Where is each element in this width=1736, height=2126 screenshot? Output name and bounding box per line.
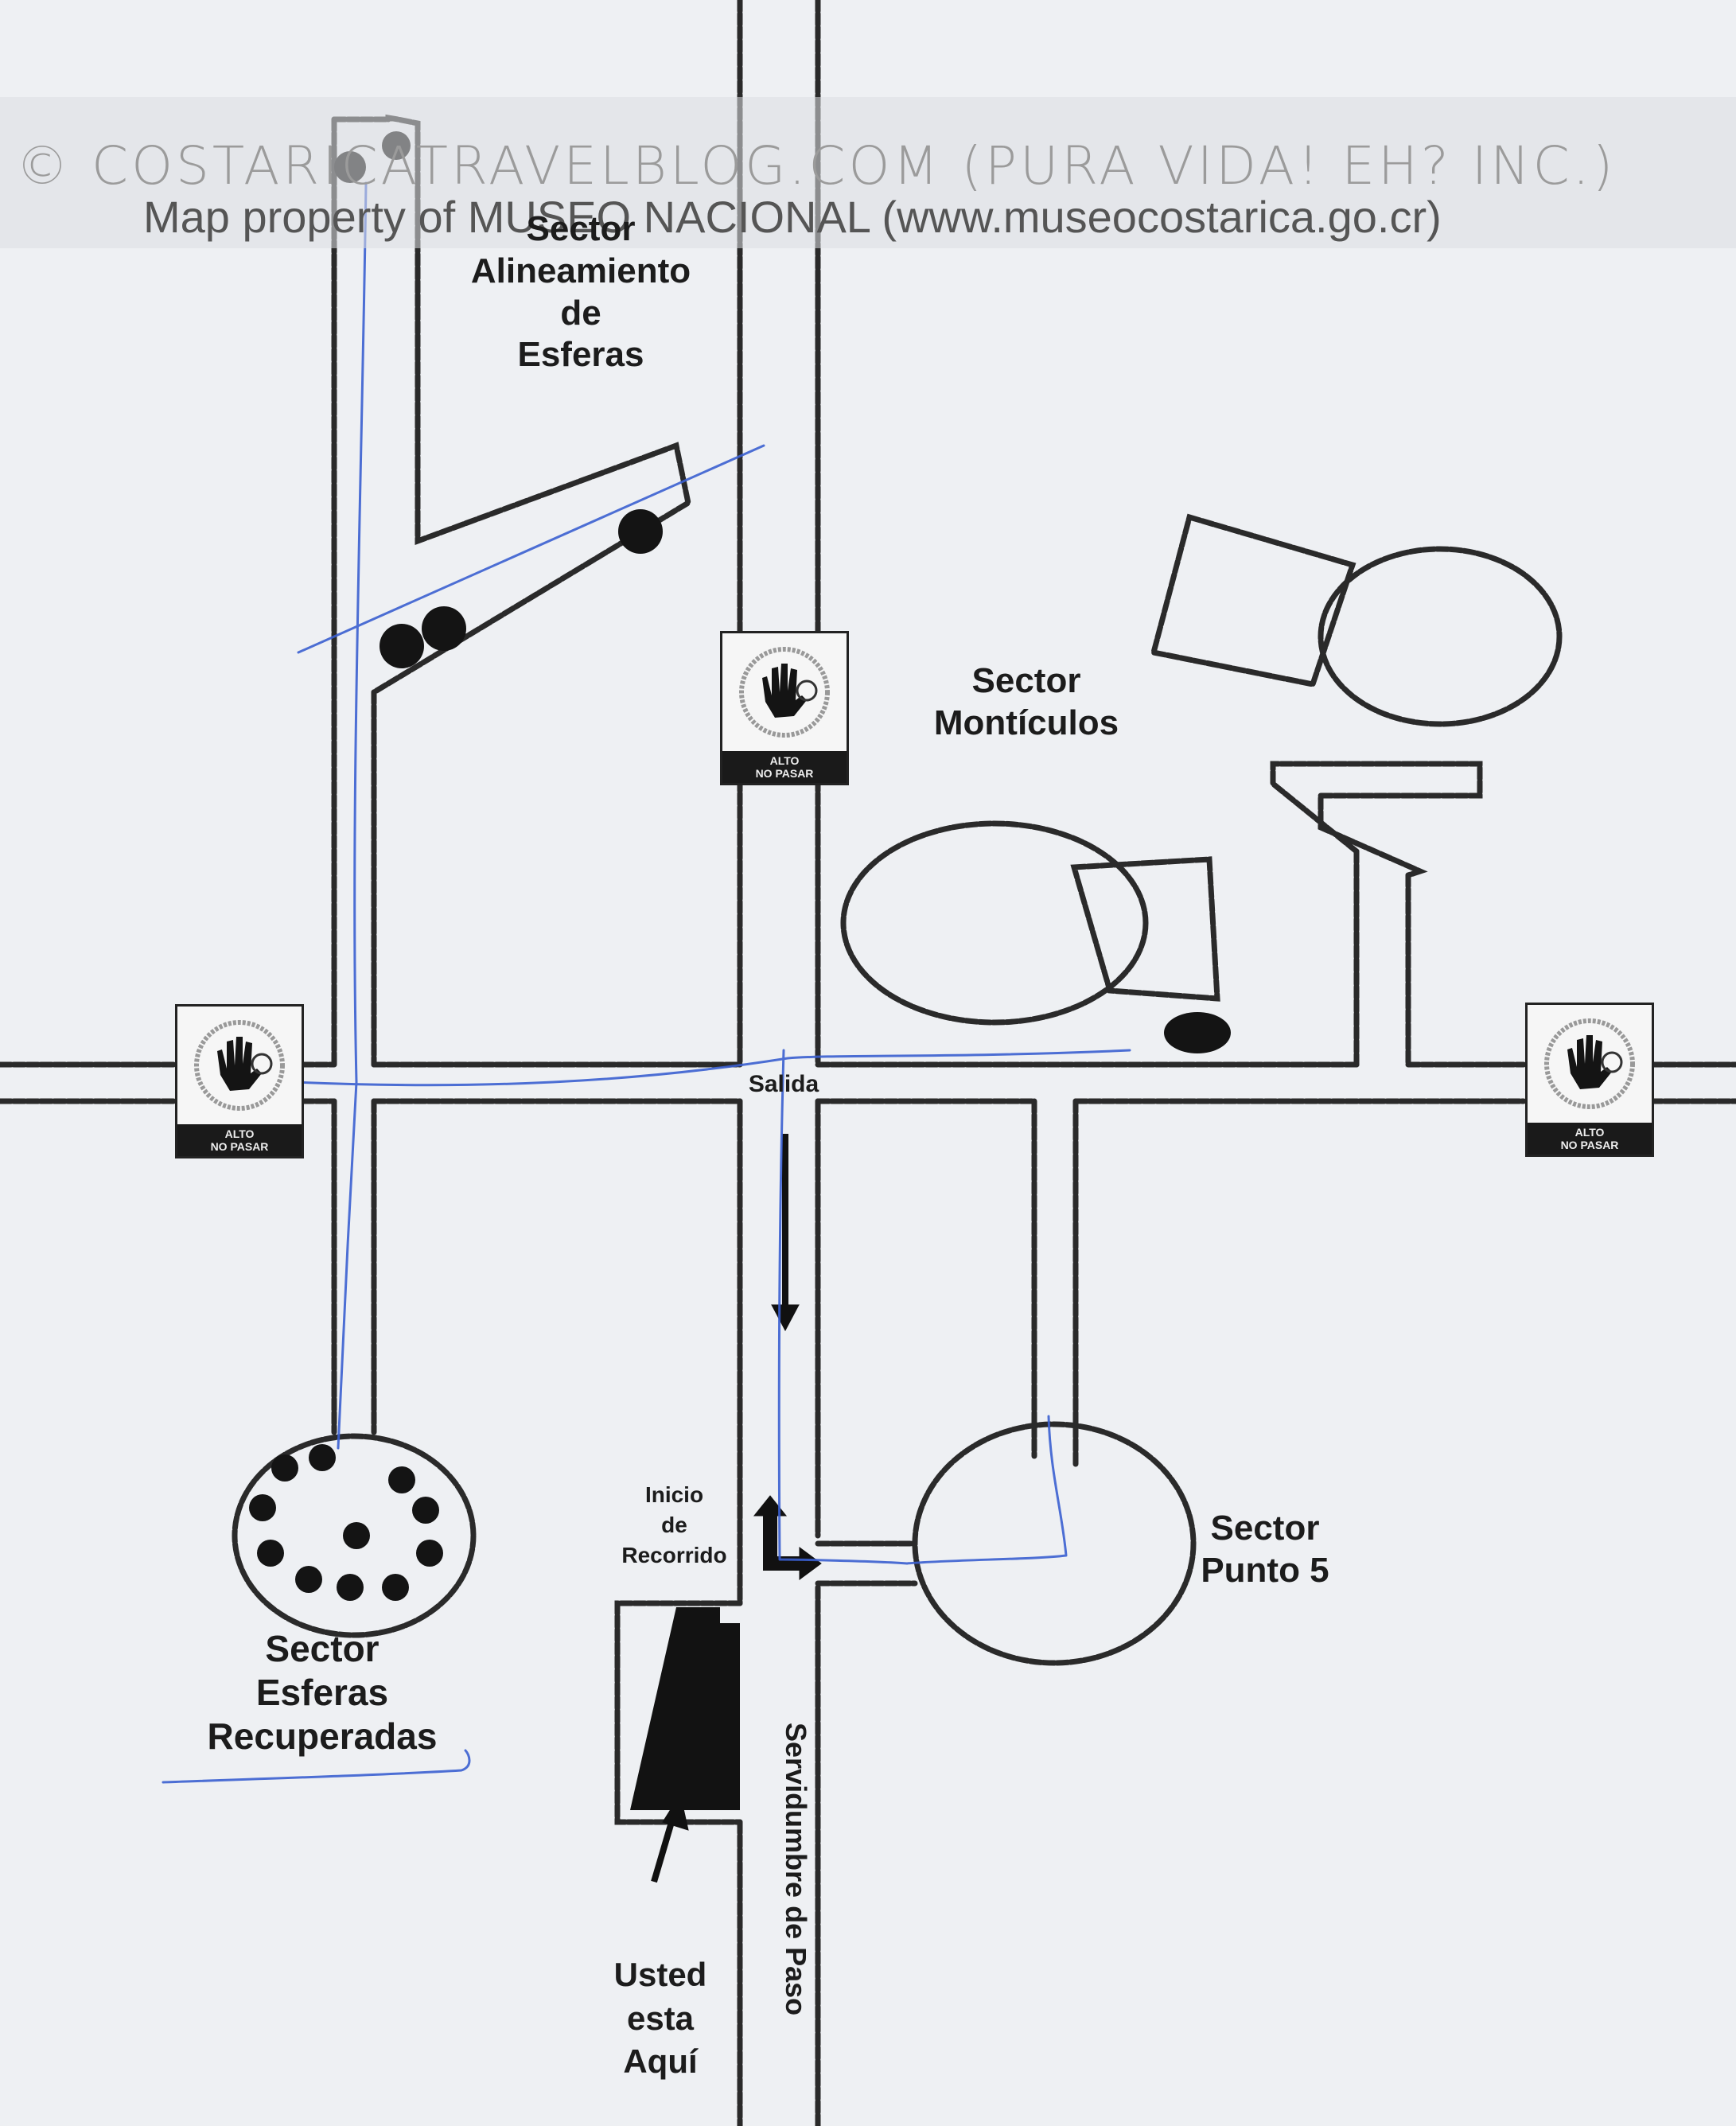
- entrance-photo: [630, 1607, 720, 1810]
- entrance-photo-right: [720, 1623, 740, 1810]
- sign-text: NO PASAR: [755, 767, 814, 780]
- label-line: de: [661, 1512, 687, 1537]
- sphere: [271, 1454, 298, 1482]
- sphere: [295, 1566, 322, 1593]
- stop-hand-icon: [194, 1020, 285, 1111]
- label-line: Punto 5: [1201, 1550, 1329, 1590]
- label-inicio-recorrido: Inicio de Recorrido: [605, 1480, 744, 1570]
- label-sector-esferas-recuperadas: Sector Esferas Recuperadas: [175, 1627, 469, 1759]
- sphere: [422, 606, 466, 651]
- label-line: Sector: [265, 1628, 380, 1669]
- pen-route-punto5: [905, 1415, 1068, 1565]
- start-arrow-up-head: [753, 1495, 788, 1517]
- esferas-recuperadas-circle: [232, 1433, 477, 1638]
- property-note: Map property of MUSEO NACIONAL (www.muse…: [143, 192, 1442, 242]
- sphere: [337, 1574, 364, 1601]
- sign-text: NO PASAR: [210, 1140, 269, 1153]
- punto5-circle: [912, 1421, 1197, 1666]
- sphere: [1164, 1012, 1231, 1053]
- sphere: [380, 624, 424, 668]
- copyright-watermark: © COSTARICATRAVELBLOG.COM (PURA VIDA! EH…: [16, 135, 1617, 197]
- sphere: [618, 509, 663, 554]
- label-line: Inicio: [644, 1482, 704, 1507]
- start-arrow-l: [763, 1512, 804, 1571]
- label-line: Usted: [613, 1956, 707, 1993]
- label-line: Sector: [1210, 1509, 1320, 1548]
- usted-arrow-shaft: [651, 1813, 677, 1883]
- sign-text: ALTO: [769, 754, 800, 767]
- label-line: Montículos: [933, 703, 1119, 742]
- pen-underline: [162, 1749, 471, 1784]
- pen-route-left-vertical: [337, 181, 368, 1450]
- stop-hand-icon: [1544, 1018, 1635, 1109]
- sign-text: ALTO: [1574, 1126, 1605, 1139]
- label-line: Sector: [971, 661, 1081, 700]
- sphere: [309, 1444, 336, 1471]
- label-line: Aquí: [623, 2042, 698, 2081]
- monticulos-rect-mid: [1070, 856, 1220, 1002]
- pen-route-cross: [297, 444, 765, 654]
- pen-route-horizontal: [293, 1049, 1131, 1087]
- monticulos-rect-top: [1150, 513, 1356, 688]
- label-salida: Salida: [748, 1071, 819, 1097]
- label-line: Esferas: [255, 1672, 389, 1714]
- pen-route-center-down: [777, 1049, 909, 1565]
- sphere: [249, 1494, 276, 1521]
- sphere: [412, 1497, 439, 1524]
- sphere: [388, 1466, 415, 1493]
- label-line: Sector: [526, 209, 636, 248]
- monticulos-circle-mid: [840, 820, 1149, 1026]
- sphere: [382, 1574, 409, 1601]
- monticulos-notch: [1270, 761, 1483, 878]
- label-line: Recorrido: [621, 1542, 727, 1567]
- label-sector-punto5: Sector Punto 5: [1170, 1508, 1360, 1592]
- label-line: de: [560, 293, 601, 333]
- monticulos-circle-top: [1318, 546, 1563, 727]
- label-line: Alineamiento: [470, 251, 691, 290]
- label-line: Esferas: [517, 335, 644, 375]
- label-line: Recuperadas: [207, 1715, 438, 1758]
- label-sector-monticulos: Sector Montículos: [899, 660, 1154, 745]
- sign-text: ALTO: [224, 1127, 255, 1140]
- label-line: esta: [626, 1999, 695, 2037]
- label-servidumbre-de-paso: Servidumbre de Paso: [780, 1723, 812, 2016]
- sphere: [257, 1540, 284, 1567]
- sign-text: NO PASAR: [1560, 1139, 1619, 1151]
- start-arrow-right-head: [799, 1547, 822, 1580]
- label-usted-esta-aqui: Usted esta Aquí: [589, 1953, 732, 2084]
- arrow-down-head: [771, 1304, 800, 1332]
- sphere: [416, 1540, 443, 1567]
- watermark-band: [0, 97, 1736, 248]
- sphere: [343, 1522, 370, 1549]
- stop-hand-icon: [739, 647, 830, 738]
- label-sector-alineamiento: Sector Alineamiento de Esferas: [430, 208, 732, 376]
